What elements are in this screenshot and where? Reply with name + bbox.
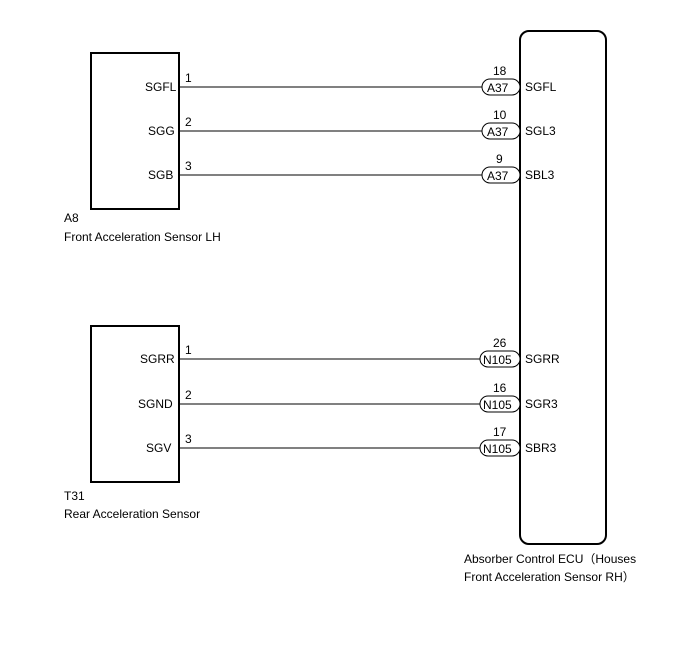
- rear-wire-3: SGV 3 N105 17 SBR3: [146, 425, 557, 457]
- front-wire-3: SGB 3 A37 9 SBL3: [148, 152, 555, 184]
- ecu-terminal-label: SGRR: [525, 352, 560, 366]
- front-sensor-code: A8: [64, 211, 79, 225]
- front-wire-2: SGG 2 A37 10 SGL3: [148, 108, 556, 140]
- connector-code: A37: [487, 125, 509, 139]
- connector-pill: [479, 395, 521, 413]
- rear-sensor-code: T31: [64, 489, 85, 503]
- front-wire-1: SGFL 1 A37 18 SGFL: [145, 64, 557, 96]
- ecu-box: [519, 30, 607, 545]
- ecu-pin-number: 26: [493, 336, 507, 350]
- ecu-pin-number: 10: [493, 108, 507, 122]
- front-pin-number: 2: [185, 115, 192, 129]
- front-pin-number: 1: [185, 71, 192, 85]
- connector-code: N105: [483, 398, 512, 412]
- ecu-terminal-label: SGL3: [525, 124, 556, 138]
- ecu-terminal-label: SGR3: [525, 397, 558, 411]
- connector-code: N105: [483, 353, 512, 367]
- connector-pill: [479, 439, 521, 457]
- ecu-name-line1: Absorber Control ECU（Houses: [464, 552, 636, 566]
- rear-pin-number: 1: [185, 343, 192, 357]
- ecu-pin-number: 9: [496, 152, 503, 166]
- connector-pill: [481, 166, 521, 184]
- rear-sensor-name: Rear Acceleration Sensor: [64, 507, 200, 521]
- connector-pill: [479, 350, 521, 368]
- rear-wire-1: SGRR 1 N105 26 SGRR: [140, 336, 560, 368]
- ecu-pin-number: 17: [493, 425, 507, 439]
- rear-pin-number: 2: [185, 388, 192, 402]
- front-sensor-name: Front Acceleration Sensor LH: [64, 230, 221, 244]
- rear-pin-label: SGND: [138, 397, 173, 411]
- front-pin-label: SGG: [148, 124, 175, 138]
- ecu-pin-number: 18: [493, 64, 507, 78]
- ecu-terminal-label: SGFL: [525, 80, 557, 94]
- front-pin-number: 3: [185, 159, 192, 173]
- rear-wire-2: SGND 2 N105 16 SGR3: [138, 381, 558, 413]
- connector-pill: [481, 122, 521, 140]
- ecu-terminal-label: SBL3: [525, 168, 555, 182]
- connector-code: A37: [487, 81, 509, 95]
- ecu-pin-number: 16: [493, 381, 507, 395]
- ecu-terminal-label: SBR3: [525, 441, 557, 455]
- rear-pin-number: 3: [185, 432, 192, 446]
- front-pin-label: SGFL: [145, 80, 177, 94]
- front-pin-label: SGB: [148, 168, 173, 182]
- connector-code: A37: [487, 169, 509, 183]
- ecu-name-line2: Front Acceleration Sensor RH）: [464, 570, 635, 584]
- rear-pin-label: SGV: [146, 441, 171, 455]
- rear-pin-label: SGRR: [140, 352, 175, 366]
- connector-pill: [481, 78, 521, 96]
- connector-code: N105: [483, 442, 512, 456]
